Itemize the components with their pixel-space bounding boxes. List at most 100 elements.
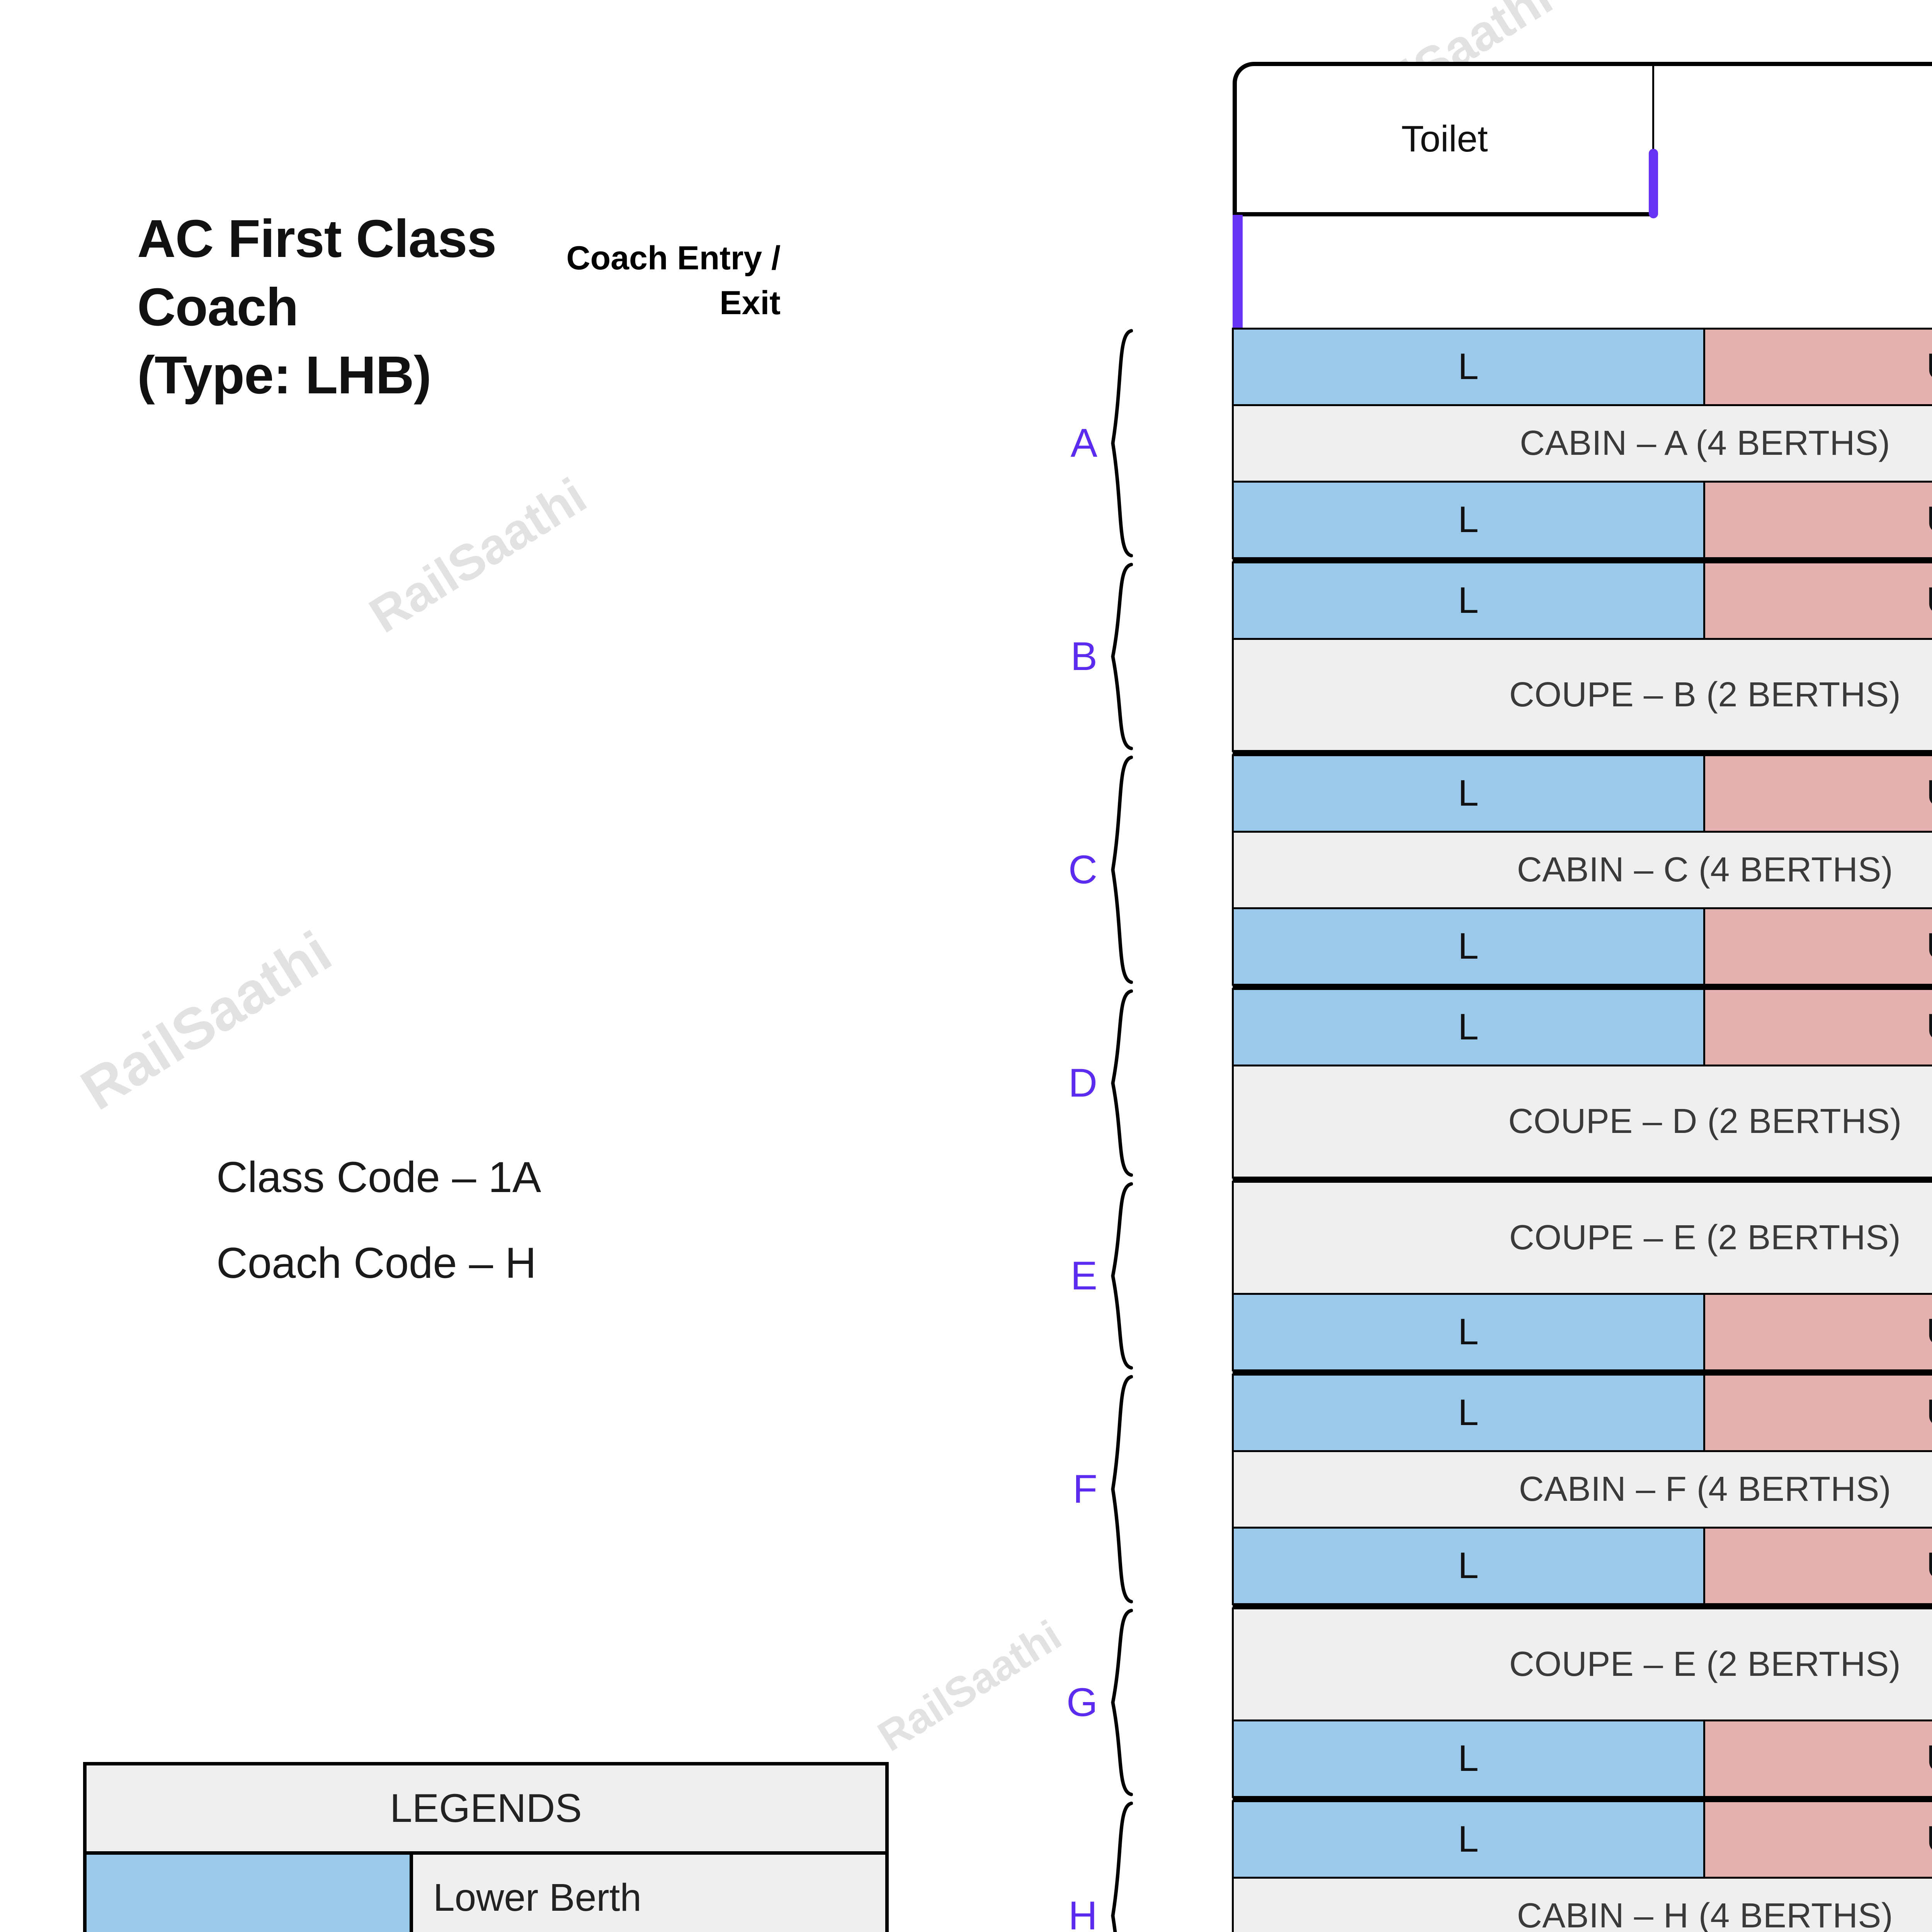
upper-berth-cell[interactable]: U — [1703, 754, 1932, 833]
lower-berth-cell[interactable]: L — [1231, 480, 1705, 559]
coach-code: Coach Code – H — [216, 1238, 537, 1287]
title-line-3: (Type: LHB) — [137, 345, 432, 405]
cabin-label: COUPE – E (2 BERTHS) — [1231, 1607, 1932, 1721]
legend-heading: LEGENDS — [87, 1765, 885, 1855]
upper-berth-cell[interactable]: U — [1703, 327, 1932, 406]
section-brace-icon — [1106, 328, 1133, 558]
section-letter: B — [1070, 634, 1097, 679]
upper-berth-cell[interactable]: U — [1703, 1373, 1932, 1452]
section-brace-icon — [1106, 1374, 1133, 1604]
berth-row: LU — [1231, 754, 1932, 833]
section-letter: A — [1070, 420, 1097, 466]
berth-row: LU — [1231, 1719, 1932, 1798]
section-letter: C — [1068, 847, 1097, 892]
section-letter: E — [1070, 1253, 1097, 1298]
lower-berth-label: Lower Berth — [433, 1876, 642, 1919]
lower-berth-cell[interactable]: L — [1231, 907, 1705, 986]
coach-codes: Class Code – 1A Coach Code – H — [216, 1144, 912, 1315]
vestibule-top — [1233, 215, 1932, 331]
lower-berth-cell[interactable]: L — [1231, 1719, 1705, 1798]
lower-berth-cell[interactable]: L — [1231, 754, 1705, 833]
coach-entry-exit-top-left: Coach Entry / Exit — [566, 240, 781, 322]
section-separator — [1233, 1370, 1932, 1374]
lower-berth-cell[interactable]: L — [1231, 1293, 1705, 1371]
watermark-text: RailSaathi — [70, 918, 342, 1122]
cabin-label-row: CABIN – F (4 BERTHS) — [1231, 1450, 1932, 1529]
upper-berth-cell[interactable]: U — [1703, 1293, 1932, 1371]
cabin-label-row: CABIN – H (4 BERTHS) — [1231, 1876, 1932, 1932]
coach-section-a: LUCABIN – A (4 BERTHS)LU — [1231, 327, 1932, 559]
upper-berth-cell[interactable]: U — [1703, 1526, 1932, 1605]
lower-berth-cell[interactable]: L — [1231, 1526, 1705, 1605]
cabin-label: CABIN – H (4 BERTHS) — [1231, 1876, 1932, 1932]
section-marker-e: E — [1066, 1182, 1133, 1370]
cabin-label-row: COUPE – D (2 BERTHS) — [1231, 1064, 1932, 1179]
section-separator — [1233, 751, 1932, 755]
berth-row: LU — [1231, 327, 1932, 406]
upper-berth-cell[interactable]: U — [1703, 561, 1932, 640]
toilet-top-left: Toilet — [1401, 118, 1488, 160]
cabin-label: CABIN – F (4 BERTHS) — [1231, 1450, 1932, 1529]
section-marker-d: D — [1066, 989, 1133, 1177]
section-separator — [1233, 985, 1932, 989]
berth-row: LU — [1231, 1800, 1932, 1879]
berth-row: LU — [1231, 988, 1932, 1066]
section-brace-icon — [1106, 1801, 1133, 1932]
cabin-stack: LUCABIN – A (4 BERTHS)LULUCOUPE – B (2 B… — [1231, 327, 1932, 1932]
section-separator — [1233, 1797, 1932, 1801]
coach-section-e: COUPE – E (2 BERTHS)LU — [1231, 1180, 1932, 1371]
toilet-door-top-left-icon — [1649, 149, 1658, 218]
cabin-label-row: CABIN – C (4 BERTHS) — [1231, 830, 1932, 909]
class-code: Class Code – 1A — [216, 1153, 541, 1201]
title-line-1: AC First Class — [137, 209, 497, 269]
lower-berth-cell[interactable]: L — [1231, 561, 1705, 640]
cabin-label-row: CABIN – A (4 BERTHS) — [1231, 404, 1932, 483]
page-title: AC First Class Coach (Type: LHB) — [137, 205, 794, 410]
coach-section-g: COUPE – E (2 BERTHS)LU — [1231, 1607, 1932, 1798]
cabin-label-row: COUPE – B (2 BERTHS) — [1231, 638, 1932, 752]
upper-berth-cell[interactable]: U — [1703, 907, 1932, 986]
section-marker-a: A — [1066, 328, 1133, 558]
berth-row: LU — [1231, 1373, 1932, 1452]
title-line-2: Coach — [137, 277, 299, 337]
cabin-label: COUPE – B (2 BERTHS) — [1231, 638, 1932, 752]
cabin-label: CABIN – C (4 BERTHS) — [1231, 830, 1932, 909]
berth-row: LU — [1231, 1526, 1932, 1605]
upper-berth-cell[interactable]: U — [1703, 988, 1932, 1066]
berth-row: LU — [1231, 480, 1932, 559]
cabin-label-row: COUPE – E (2 BERTHS) — [1231, 1180, 1932, 1295]
berth-row: LU — [1231, 561, 1932, 640]
section-letter: D — [1068, 1060, 1097, 1105]
section-brace-icon — [1106, 755, 1133, 985]
cabin-label: COUPE – D (2 BERTHS) — [1231, 1064, 1932, 1179]
section-marker-f: F — [1066, 1374, 1133, 1604]
coach-section-b: LUCOUPE – B (2 BERTHS) — [1231, 561, 1932, 752]
cabin-label: CABIN – A (4 BERTHS) — [1231, 404, 1932, 483]
section-marker-c: C — [1066, 755, 1133, 985]
lower-berth-cell[interactable]: L — [1231, 988, 1705, 1066]
legend-box: LEGENDS Lower Berth Upper Berth Door — [83, 1762, 889, 1932]
berth-row: LU — [1231, 907, 1932, 986]
upper-berth-cell[interactable]: U — [1703, 1719, 1932, 1798]
section-brace-icon — [1106, 989, 1133, 1177]
section-marker-b: B — [1066, 562, 1133, 751]
lower-berth-cell[interactable]: L — [1231, 1800, 1705, 1879]
lower-berth-cell[interactable]: L — [1231, 1373, 1705, 1452]
legend-row-lower-berth: Lower Berth — [87, 1855, 885, 1932]
section-brace-icon — [1106, 1608, 1133, 1797]
cabin-label: COUPE – E (2 BERTHS) — [1231, 1180, 1932, 1295]
section-letter: G — [1066, 1680, 1098, 1725]
upper-berth-cell[interactable]: U — [1703, 480, 1932, 559]
lower-berth-swatch — [87, 1855, 413, 1932]
coach-section-f: LUCABIN – F (4 BERTHS)LU — [1231, 1373, 1932, 1605]
coach-section-h: LUCABIN – H (4 BERTHS)LU — [1231, 1800, 1932, 1932]
lower-berth-cell[interactable]: L — [1231, 327, 1705, 406]
berth-row: LU — [1231, 1293, 1932, 1371]
section-marker-g: G — [1066, 1608, 1133, 1797]
upper-berth-cell[interactable]: U — [1703, 1800, 1932, 1879]
coach-entry-door-top-left-icon — [1233, 215, 1243, 331]
section-separator — [1233, 558, 1932, 562]
coach-section-c: LUCABIN – C (4 BERTHS)LU — [1231, 754, 1932, 986]
section-brace-icon — [1106, 1182, 1133, 1370]
section-letter: F — [1073, 1466, 1097, 1512]
